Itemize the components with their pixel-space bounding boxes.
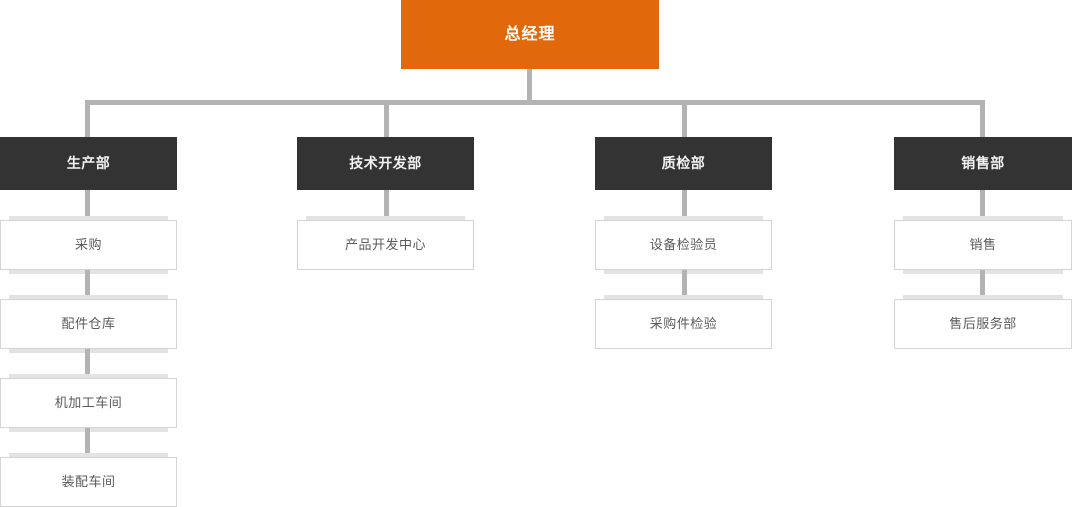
node-sub-parts-warehouse[interactable]: 配件仓库 [0, 295, 177, 353]
connector-production-4 [85, 428, 90, 457]
node-sub-equipment-inspector[interactable]: 设备检验员 [595, 216, 772, 274]
connector-production-1 [85, 190, 90, 220]
connector-root-trunk [527, 69, 532, 102]
connector-to-dept-1 [85, 100, 90, 138]
connector-quality-1 [682, 190, 687, 220]
connector-sales-1 [980, 190, 985, 220]
connector-to-dept-4 [980, 100, 985, 138]
connector-sales-2 [980, 270, 985, 299]
connector-tech-1 [384, 190, 389, 220]
node-sub-procurement[interactable]: 采购 [0, 216, 177, 274]
node-general-manager[interactable]: 总经理 [401, 0, 659, 69]
node-sub-after-sales-service[interactable]: 售后服务部 [894, 295, 1072, 349]
connector-to-dept-3 [682, 100, 687, 138]
node-department-tech-development[interactable]: 技术开发部 [297, 137, 474, 190]
connector-quality-2 [682, 270, 687, 299]
node-sub-sales[interactable]: 销售 [894, 216, 1072, 274]
node-sub-product-development-center[interactable]: 产品开发中心 [297, 216, 474, 270]
connector-distribution-bar [85, 100, 985, 105]
node-sub-assembly-workshop[interactable]: 装配车间 [0, 453, 177, 507]
node-sub-machining-workshop[interactable]: 机加工车间 [0, 374, 177, 432]
node-sub-purchased-parts-inspection[interactable]: 采购件检验 [595, 295, 772, 349]
node-department-quality-inspection[interactable]: 质检部 [595, 137, 772, 190]
connector-production-2 [85, 270, 90, 299]
connector-production-3 [85, 349, 90, 378]
node-department-sales[interactable]: 销售部 [894, 137, 1072, 190]
connector-to-dept-2 [384, 100, 389, 138]
node-department-production[interactable]: 生产部 [0, 137, 177, 190]
